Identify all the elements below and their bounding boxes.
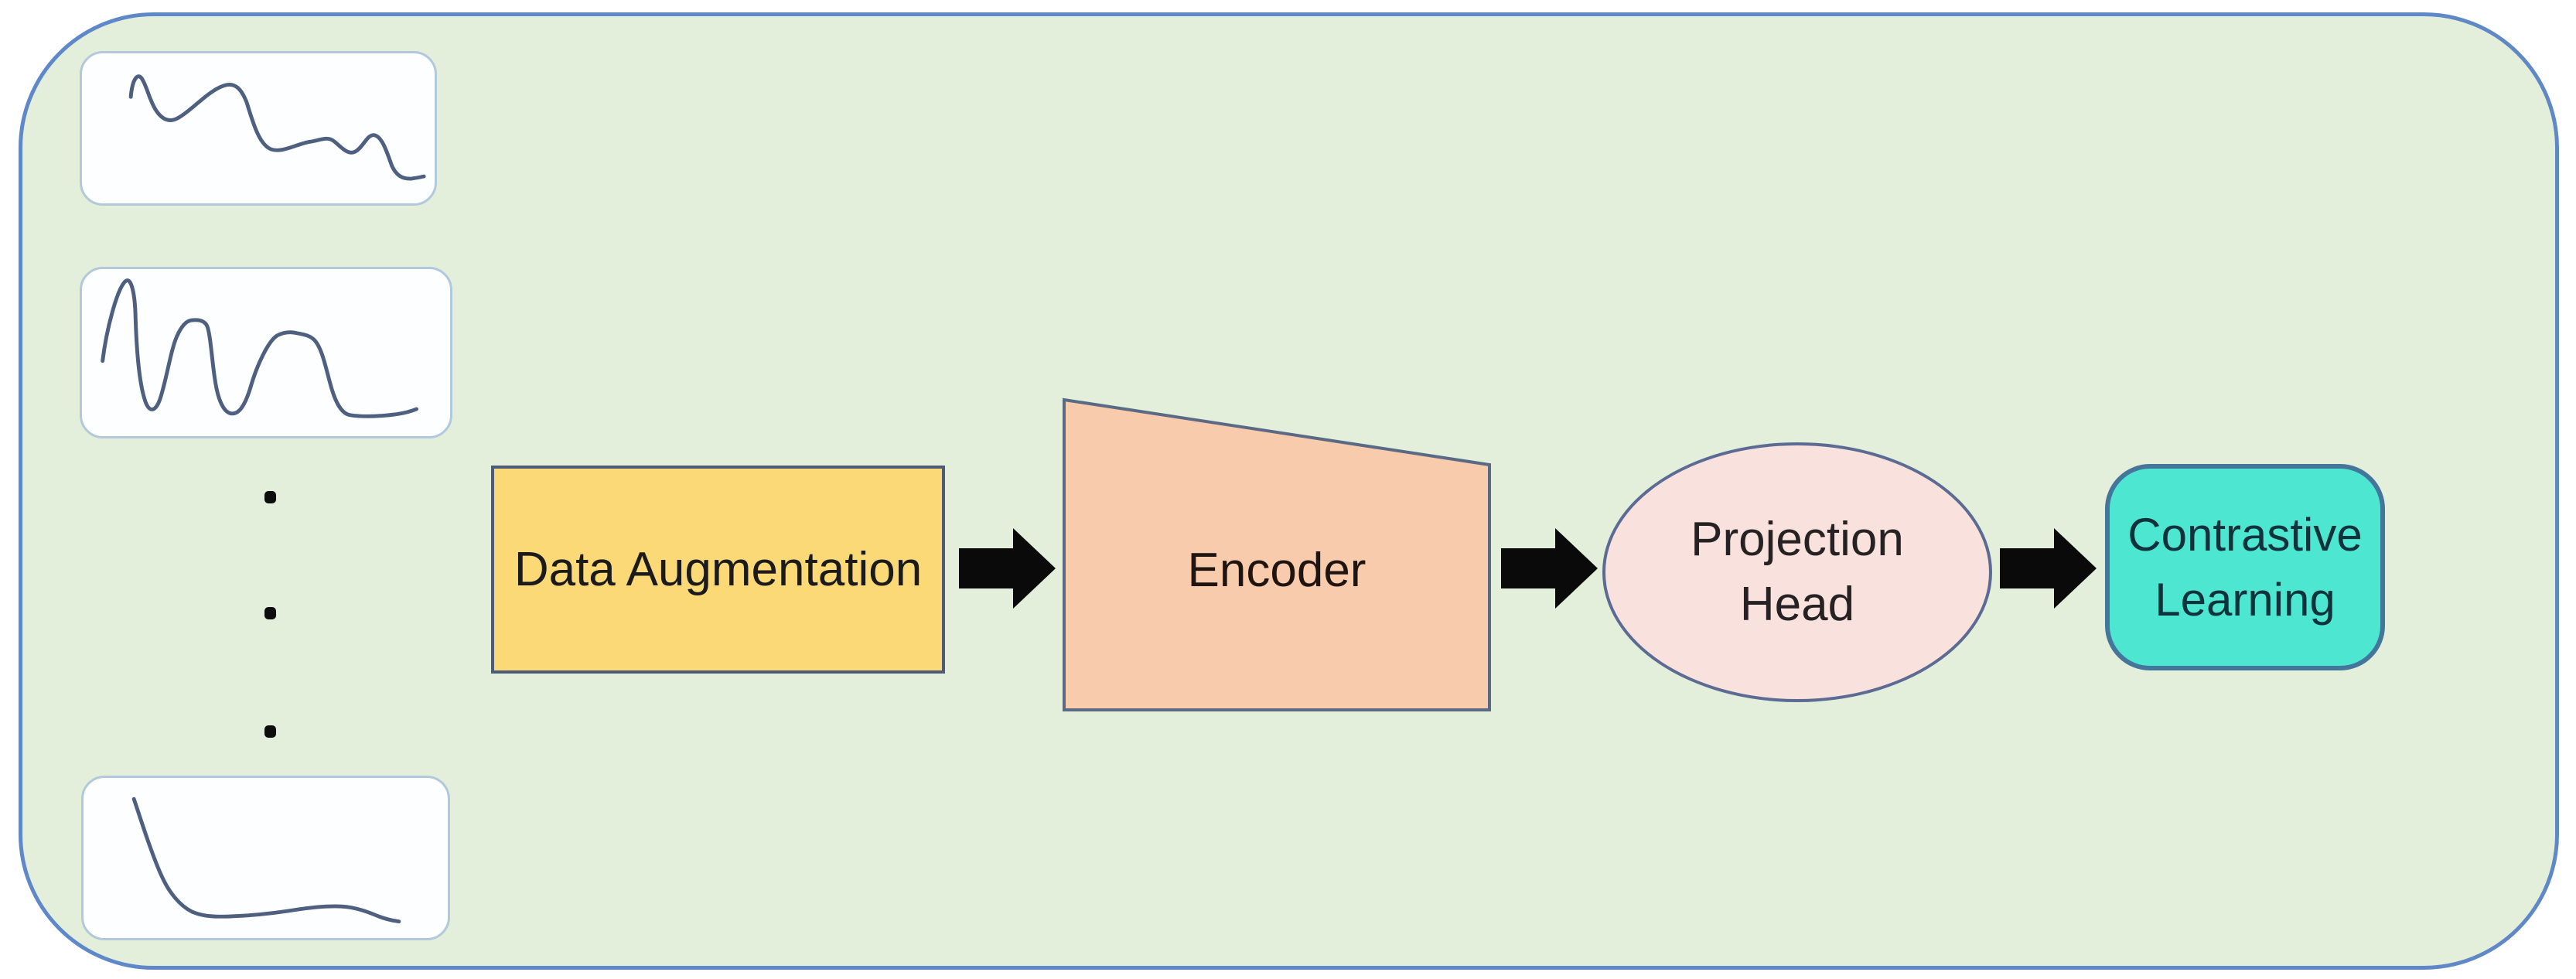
projection-head-label-line1: Projection (1691, 513, 1904, 566)
contrastive-learning-label-line1: Contrastive (2127, 508, 2363, 561)
node-contrastive-learning: Contrastive Learning (2105, 464, 2385, 670)
time-series-thumbnail-1 (80, 51, 437, 206)
signal-curve-1 (128, 74, 426, 181)
flow-arrow-icon-2 (1501, 528, 1598, 609)
signal-curve (128, 74, 426, 181)
node-projection-head: Projection Head (1602, 442, 1992, 702)
signal-curve (101, 278, 419, 418)
contrastive-learning-label-line2: Learning (2155, 573, 2335, 626)
node-encoder: Encoder (1063, 397, 1491, 711)
node-data-augmentation: Data Augmentation (491, 466, 945, 674)
data-augmentation-label: Data Augmentation (513, 543, 923, 596)
right-arrow-icon (2000, 528, 2097, 609)
signal-curve (131, 797, 401, 924)
flow-arrow-icon-1 (959, 528, 1056, 609)
flow-arrow-icon-3 (2000, 528, 2097, 609)
encoder-trapezoid-shape (1063, 397, 1491, 711)
ellipsis-dot (264, 491, 276, 503)
ellipsis-dot (264, 607, 276, 619)
right-arrow-icon (959, 528, 1056, 609)
projection-head-label-line2: Head (1739, 578, 1855, 631)
right-arrow-icon (1501, 528, 1598, 609)
signal-curve-2 (101, 278, 419, 418)
ellipsis-dot (264, 725, 276, 738)
time-series-thumbnail-2 (80, 267, 452, 438)
time-series-thumbnail-3 (81, 776, 450, 940)
signal-curve-3 (131, 797, 401, 924)
encoder-label: Encoder (1187, 544, 1366, 597)
